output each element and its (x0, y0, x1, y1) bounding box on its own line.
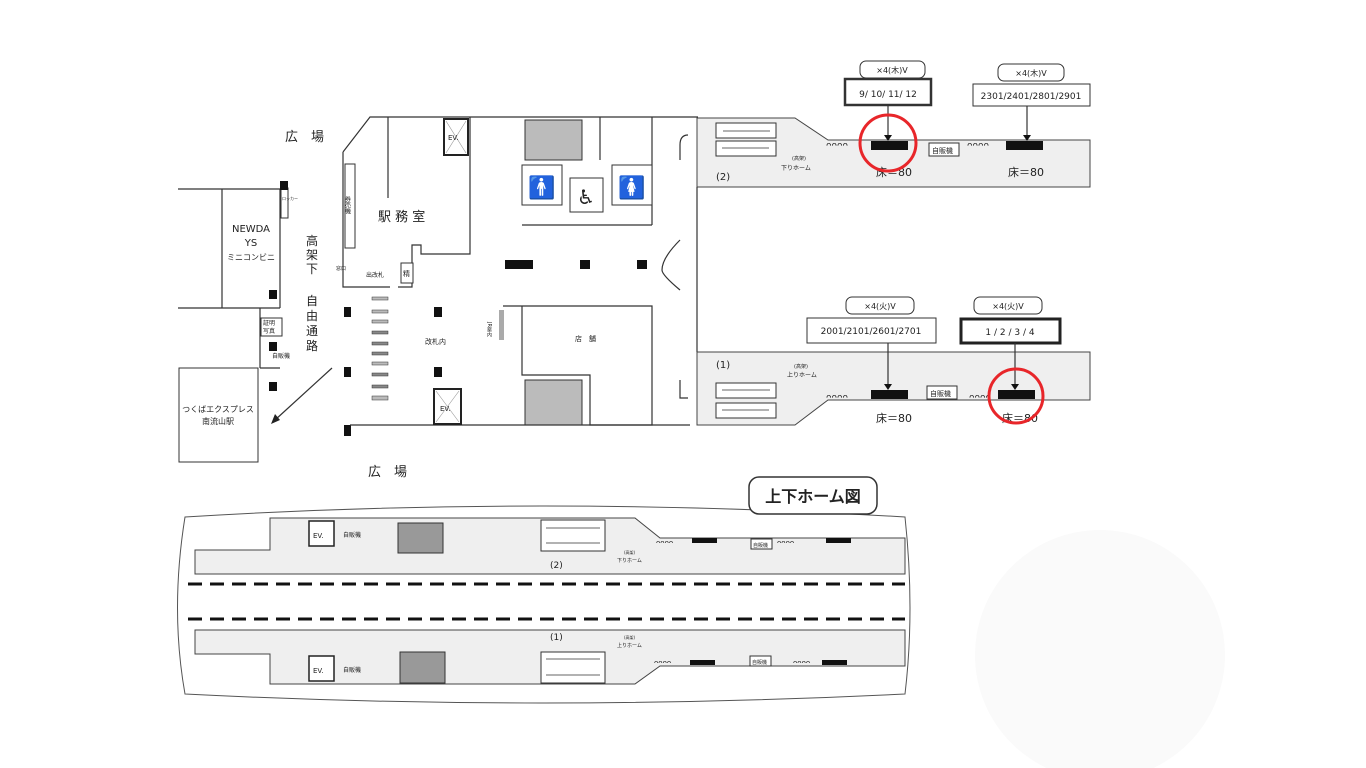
svg-text:下: 下 (306, 262, 318, 276)
tx-station: つくばエクスプレス 南流山駅 (178, 367, 259, 463)
svg-text:2301/2401/2801/2901: 2301/2401/2801/2901 (981, 92, 1082, 102)
callout-1: ×4(木)V 9/ 10/ 11/ 12 (843, 60, 933, 141)
pillars (269, 181, 647, 436)
ticket-gates (371, 296, 389, 401)
window-label: 窓口 (336, 265, 346, 272)
exit-gate-label: 出改札 (366, 271, 384, 279)
locker-label: ロッカー (282, 196, 298, 201)
svg-text:自: 自 (306, 294, 318, 308)
svg-text:1 / 2 / 3 / 4: 1 / 2 / 3 / 4 (985, 328, 1034, 338)
svg-text:(2): (2) (550, 561, 563, 571)
platform-2: (2) (高架) 下りホーム ᴖᴖᴖᴖ 自販機 ᴖᴖᴖᴖ 床＝80 床＝80 (696, 117, 1091, 352)
vending-label: 自販機 (932, 146, 953, 155)
stairs-top (524, 119, 583, 161)
fare-adjust-label: 精 (403, 269, 410, 278)
svg-text:(高架): (高架) (624, 634, 636, 640)
svg-text:路: 路 (306, 338, 318, 353)
svg-text:×4(火)V: ×4(火)V (992, 302, 1024, 311)
platform-1: (1) (高架) 上りホーム ᴖᴖᴖᴖ 自販機 ᴖᴖᴖᴖ 床＝80 床＝80 (696, 351, 1091, 426)
svg-text:自販機: 自販機 (752, 659, 767, 666)
svg-text:EV.: EV. (313, 532, 324, 540)
svg-text:券売機: 券売機 (344, 195, 351, 215)
car-stop-marker (871, 141, 908, 150)
background-circle (975, 530, 1225, 768)
diagram-title: 上下ホーム図 (765, 487, 861, 506)
car-stop-marker (1006, 141, 1043, 150)
svg-text:×4(木)V: ×4(木)V (1015, 68, 1047, 78)
svg-text:上りホーム: 上りホーム (617, 642, 642, 649)
floor-height: 床＝80 (876, 411, 912, 425)
svg-text:由: 由 (306, 309, 318, 323)
callout-3: ×4(火)V 2001/2101/2601/2701 (806, 296, 937, 390)
svg-text:×4(火)V: ×4(火)V (864, 302, 896, 311)
svg-text:ミニコンビニ: ミニコンビニ (227, 253, 275, 262)
svg-text:NEWDA: NEWDA (232, 224, 270, 235)
elevator-bottom: EV. (433, 388, 462, 425)
callout-4: ×4(火)V 1 / 2 / 3 / 4 (959, 296, 1062, 390)
car-stop-marker (998, 390, 1035, 399)
svg-text:駅 務 室: 駅 務 室 (378, 209, 425, 225)
svg-text:×4(木)V: ×4(木)V (876, 65, 908, 75)
svg-text:(高架): (高架) (792, 155, 806, 162)
svg-text:つくばエクスプレス: つくばエクスプレス (182, 405, 254, 414)
svg-text:EV.: EV. (313, 667, 324, 675)
svg-text:通: 通 (306, 324, 318, 338)
underpass-label: 高 架 下 自 由 通 路 (306, 233, 318, 353)
svg-text:(1): (1) (716, 360, 730, 371)
jr-info-label: JR案内 (486, 321, 492, 338)
svg-text:EV.: EV. (448, 134, 459, 142)
svg-text:2001/2101/2601/2701: 2001/2101/2601/2701 (821, 327, 922, 337)
plaza-label-top: 広 場 (285, 130, 324, 145)
stairs-bottom (524, 379, 583, 426)
svg-text:下りホーム: 下りホーム (617, 558, 642, 564)
station-office: 券売機 駅 務 室 窓口 出改札 精 (336, 116, 698, 288)
svg-text:ᴖᴖᴖᴖ: ᴖᴖᴖᴖ (969, 393, 992, 403)
svg-text:ᴖᴖᴖᴖ: ᴖᴖᴖᴖ (826, 141, 849, 151)
vending-label: 自販機 (930, 389, 951, 398)
svg-text:自販機: 自販機 (343, 666, 361, 674)
callout-2: ×4(木)V 2301/2401/2801/2901 (972, 63, 1091, 141)
svg-text:(高架): (高架) (794, 363, 808, 370)
men-toilet-icon: 🚹 (528, 175, 555, 201)
platform-diagram: 上下ホーム図 EV. 自販機 (2) (高架) 下りホーム ᴖᴖᴖᴖ 自販機 ᴖ… (177, 476, 911, 704)
svg-text:店 舗: 店 舗 (575, 334, 596, 343)
svg-text:自販機: 自販機 (753, 542, 768, 549)
svg-text:自販機: 自販機 (343, 531, 361, 539)
vending-label: 自販機 (272, 352, 290, 360)
svg-text:ᴖᴖᴖᴖ: ᴖᴖᴖᴖ (967, 141, 990, 151)
svg-text:上りホーム: 上りホーム (787, 371, 817, 379)
svg-text:ᴖᴖᴖᴖ: ᴖᴖᴖᴖ (777, 539, 794, 547)
newdays-shop: NEWDA YS ミニコンビニ ロッカー (178, 187, 298, 309)
svg-text:架: 架 (306, 248, 318, 262)
svg-text:ᴖᴖᴖᴖ: ᴖᴖᴖᴖ (826, 393, 849, 403)
car-stop-marker (871, 390, 908, 399)
svg-text:高: 高 (306, 233, 318, 248)
svg-text:(1): (1) (550, 633, 563, 643)
plaza-label-bottom: 広 場 (368, 465, 407, 480)
svg-text:証明: 証明 (263, 319, 275, 327)
svg-text:(2): (2) (716, 172, 730, 183)
photo-booth: 証明 写真 自販機 (259, 308, 290, 369)
svg-text:ᴖᴖᴖᴖ: ᴖᴖᴖᴖ (656, 539, 673, 547)
svg-text:YS: YS (244, 238, 257, 249)
svg-text:ᴖᴖᴖᴖ: ᴖᴖᴖᴖ (654, 659, 671, 667)
highlight-circle (858, 113, 918, 173)
svg-text:下りホーム: 下りホーム (781, 165, 811, 172)
svg-text:9/ 10/ 11/ 12: 9/ 10/ 11/ 12 (859, 90, 917, 100)
svg-text:ᴖᴖᴖᴖ: ᴖᴖᴖᴖ (793, 659, 810, 667)
floor-height: 床＝80 (876, 165, 912, 179)
svg-text:(高架): (高架) (624, 549, 636, 555)
arrow-icon (271, 414, 280, 424)
svg-text:写真: 写真 (263, 327, 275, 335)
elevator-top: EV. (443, 118, 469, 156)
svg-text:南流山駅: 南流山駅 (202, 416, 234, 426)
accessible-toilet-icon: ♿ (577, 185, 595, 209)
svg-text:EV.: EV. (440, 405, 451, 413)
toilets: 🚹 ♿ 🚺 (521, 164, 653, 213)
women-toilet-icon: 🚺 (618, 175, 645, 201)
highlight-circle (987, 367, 1045, 425)
inside-gate-label: 改札内 (425, 337, 446, 346)
floor-height: 床＝80 (1008, 165, 1044, 179)
